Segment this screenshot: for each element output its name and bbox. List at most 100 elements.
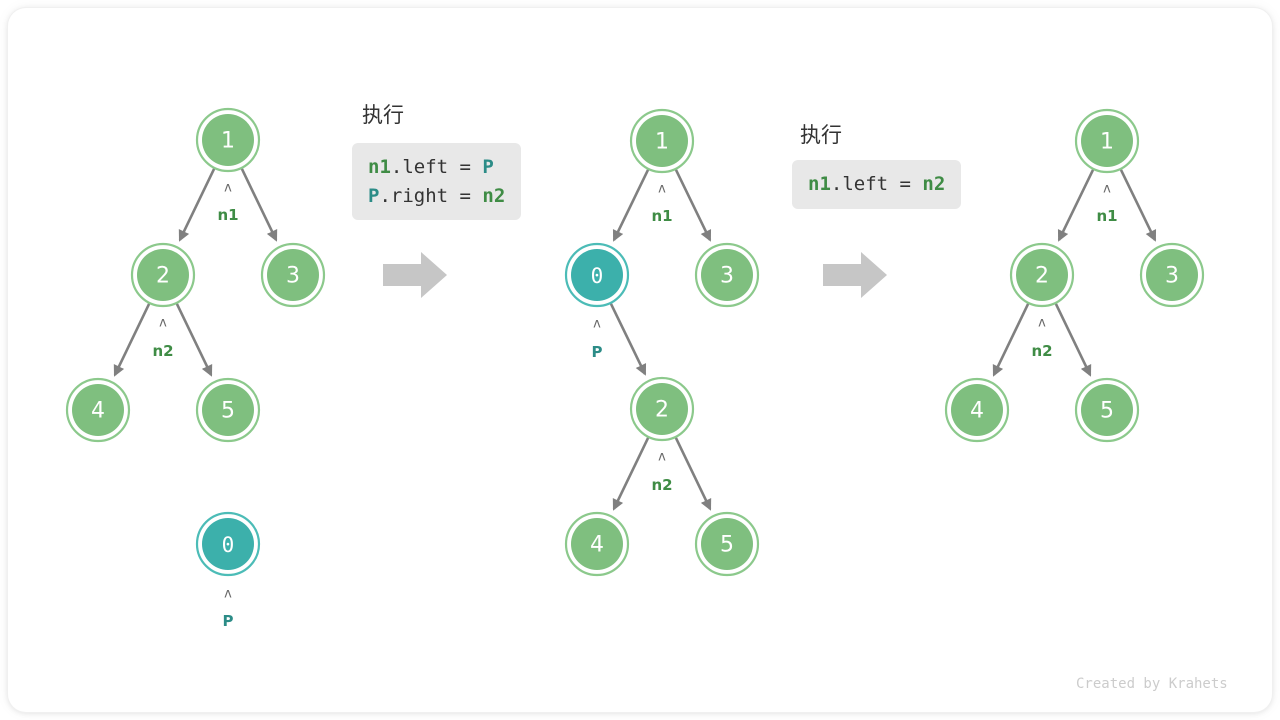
node-outer-ring bbox=[1009, 242, 1075, 308]
node-circle bbox=[202, 114, 254, 166]
code-token: .left = bbox=[830, 173, 923, 195]
code-token: n2 bbox=[482, 184, 506, 207]
node-value: 0 bbox=[222, 533, 235, 557]
tree-edge bbox=[609, 303, 647, 376]
node-outer-ring bbox=[944, 377, 1010, 443]
tree-edge bbox=[240, 168, 278, 242]
panel-before-pointer-n2: ʌn2 bbox=[152, 316, 173, 361]
pointer-caret-icon: ʌ bbox=[224, 587, 232, 602]
node-value: 1 bbox=[655, 130, 669, 155]
node-circle bbox=[1016, 249, 1068, 301]
panel-before-node-4: 4 bbox=[65, 377, 131, 443]
pointer-label: P bbox=[592, 343, 603, 361]
step-arrow-1 bbox=[383, 252, 447, 298]
panel-middle-node-3: 3 bbox=[694, 242, 760, 308]
tree-edge bbox=[992, 303, 1030, 377]
node-outer-ring bbox=[1074, 108, 1140, 174]
panel-before-pointer-n1: ʌ n1 bbox=[217, 181, 238, 225]
node-outer-ring bbox=[65, 377, 131, 443]
panel-before-node-3: 3 bbox=[260, 242, 326, 308]
panel-middle-node-5: 5 bbox=[694, 511, 760, 577]
tree-edge bbox=[1057, 169, 1095, 242]
pointer-caret-icon: ʌ bbox=[159, 316, 167, 331]
node-circle bbox=[267, 249, 319, 301]
node-outer-ring bbox=[260, 242, 326, 308]
node-outer-ring bbox=[130, 242, 196, 308]
code-token: P bbox=[368, 184, 380, 207]
node-value: 4 bbox=[590, 533, 604, 558]
node-value: 4 bbox=[91, 399, 105, 424]
code-token: n2 bbox=[922, 173, 946, 195]
panel-after-node-3: 3 bbox=[1139, 242, 1205, 308]
node-value: 5 bbox=[720, 533, 734, 558]
panel-after-node-4: 4 bbox=[944, 377, 1010, 443]
code-block-step-2: n1.left = n2 bbox=[792, 160, 962, 209]
node-outer-ring bbox=[629, 108, 695, 174]
tree-edge bbox=[674, 169, 712, 242]
code-token: .left = bbox=[390, 156, 483, 178]
node-value: 1 bbox=[221, 129, 235, 154]
tree-edge bbox=[1119, 169, 1157, 242]
pointer-caret-icon: ʌ bbox=[593, 317, 601, 332]
node-circle bbox=[571, 249, 623, 301]
code-token: n1 bbox=[368, 156, 391, 178]
pointer-label: P bbox=[223, 612, 234, 630]
node-circle bbox=[202, 384, 254, 436]
node-outer-ring bbox=[195, 511, 261, 577]
pointer-caret-icon: ʌ bbox=[658, 182, 666, 197]
node-value: 2 bbox=[655, 398, 669, 423]
panel-middle-node-0: 0 bbox=[564, 242, 630, 308]
tree-edge bbox=[612, 437, 650, 511]
node-value: 5 bbox=[221, 399, 235, 424]
node-circle bbox=[636, 115, 688, 167]
pointer-label: n1 bbox=[217, 206, 238, 224]
node-circle bbox=[72, 384, 124, 436]
panel-after-node-2: 2 bbox=[1009, 242, 1075, 308]
tree-edge bbox=[178, 168, 216, 242]
node-value: 3 bbox=[1165, 264, 1179, 289]
pointer-caret-icon: ʌ bbox=[224, 181, 232, 196]
node-outer-ring bbox=[1074, 377, 1140, 443]
node-circle bbox=[1081, 115, 1133, 167]
panel-after-pointer-n2: ʌn2 bbox=[1031, 316, 1052, 361]
panel-after-node-1: 1 bbox=[1074, 108, 1140, 174]
panel-middle-pointer-n1: ʌ n1 bbox=[651, 182, 672, 226]
node-value: 3 bbox=[286, 264, 300, 289]
panel-after-node-5: 5 bbox=[1074, 377, 1140, 443]
node-circle bbox=[1081, 384, 1133, 436]
panel-middle-node-4: 4 bbox=[564, 511, 630, 577]
node-circle bbox=[951, 384, 1003, 436]
node-circle bbox=[701, 249, 753, 301]
pointer-label: n1 bbox=[651, 207, 672, 225]
pointer-caret-icon: ʌ bbox=[1038, 316, 1046, 331]
node-value: 2 bbox=[1035, 264, 1049, 289]
node-outer-ring bbox=[694, 511, 760, 577]
node-outer-ring bbox=[564, 242, 630, 308]
tree-edge bbox=[674, 437, 712, 511]
panel-before-node-0: 0 bbox=[195, 511, 261, 577]
panel-before-pointer-p: ʌP bbox=[223, 587, 234, 631]
tree-edge bbox=[175, 303, 213, 377]
node-outer-ring bbox=[195, 377, 261, 443]
tree-edge bbox=[1054, 303, 1092, 377]
pointer-caret-icon: ʌ bbox=[1103, 182, 1111, 197]
node-value: 1 bbox=[1100, 130, 1114, 155]
panel-middle-node-2: 2 bbox=[629, 376, 695, 442]
node-value: 3 bbox=[720, 264, 734, 289]
heading-step-1: 执行 bbox=[362, 103, 404, 127]
node-outer-ring bbox=[564, 511, 630, 577]
node-circle bbox=[636, 383, 688, 435]
node-outer-ring bbox=[195, 107, 261, 173]
node-circle bbox=[571, 518, 623, 570]
code-block-step-1: n1.left = P P.right = n2 bbox=[352, 143, 522, 220]
panel-middle-node-1: 1 bbox=[629, 108, 695, 174]
panel-before-node-5: 5 bbox=[195, 377, 261, 443]
code-token: n1 bbox=[808, 173, 831, 195]
node-outer-ring bbox=[694, 242, 760, 308]
node-outer-ring bbox=[629, 376, 695, 442]
panel-after-pointer-n1: ʌn1 bbox=[1096, 182, 1117, 226]
